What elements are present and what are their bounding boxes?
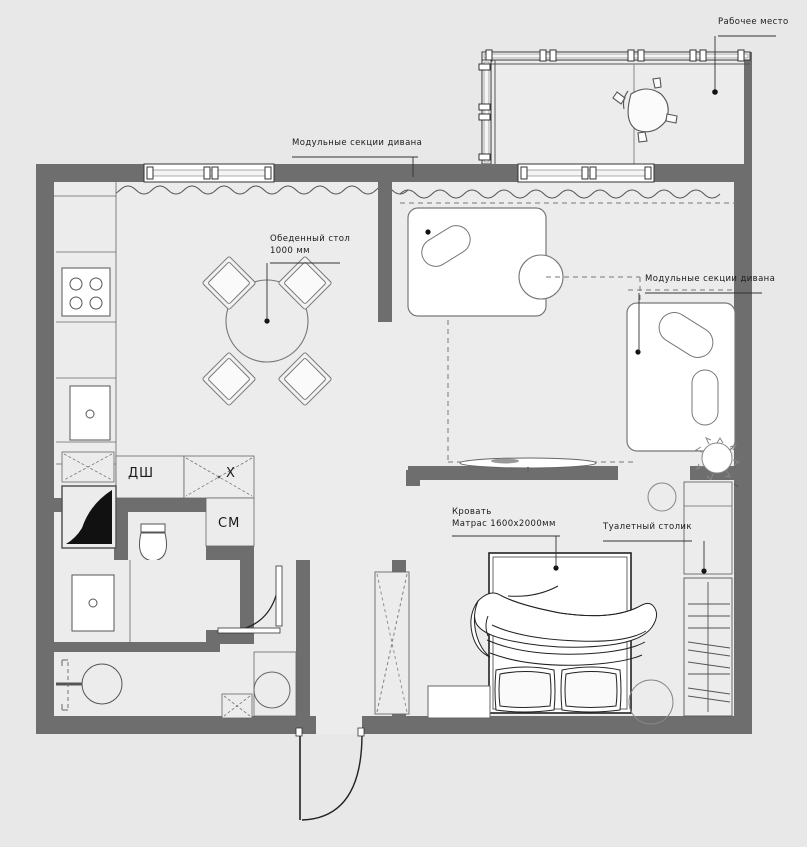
annotation-dining-size: 1000 мм: [270, 246, 310, 256]
kitchen: [54, 182, 117, 498]
kitchen-sink: [69, 385, 111, 441]
bedroom: [374, 470, 734, 725]
bathroom: [54, 560, 220, 716]
annotation-leaders: [266, 35, 776, 571]
annotation-dining-table: Обеденный стол: [270, 234, 351, 244]
window-living: [517, 163, 655, 183]
annotation-dressing-table: Туалетный столик: [603, 522, 692, 532]
round-stool: [647, 482, 677, 512]
label-dishwasher: ДШ: [128, 466, 155, 481]
hallway-closet: [221, 651, 297, 719]
dressing-table: [683, 481, 733, 575]
entrance-door: [295, 727, 365, 821]
bathtub: [56, 663, 123, 705]
bed-double: [470, 552, 658, 714]
bedroom-closet: [374, 571, 410, 715]
round-stool: [628, 679, 674, 725]
appliance-cabinets: [61, 451, 255, 547]
dining-chair: [202, 256, 332, 406]
window-kitchen: [143, 163, 275, 183]
annotation-mattress-size: Матрас 1600x2000мм: [452, 519, 556, 529]
sofa-cushion: [658, 312, 714, 358]
label-washing-machine: СМ: [218, 516, 241, 531]
bed-pillow: [494, 666, 622, 713]
balcony-area: [478, 49, 752, 165]
bathroom-door: [217, 565, 283, 634]
balcony-chair: [612, 77, 678, 143]
tv-console: [459, 457, 597, 472]
annotation-workplace: Рабочее место: [718, 17, 789, 27]
sofa-module-right: [626, 302, 741, 481]
annotation-sofa-right: Модульные секции дивана: [645, 274, 776, 284]
annotation-bed: Кровать: [452, 507, 492, 517]
wardrobe: [683, 577, 733, 717]
sofa-cushion: [691, 369, 719, 426]
sofa-module-left: [407, 207, 564, 317]
nightstand: [427, 685, 491, 719]
bathroom-sink: [71, 574, 115, 632]
sofa-cushion: [421, 225, 471, 267]
label-refrigerator: Х: [226, 466, 236, 481]
annotation-sofa-top: Модульные секции дивана: [292, 138, 423, 148]
toilet-room: [61, 485, 167, 562]
round-side-table: [518, 254, 564, 300]
potted-plant: [694, 437, 741, 481]
toilet-bowl: [139, 523, 167, 562]
cooktop: [61, 267, 111, 317]
